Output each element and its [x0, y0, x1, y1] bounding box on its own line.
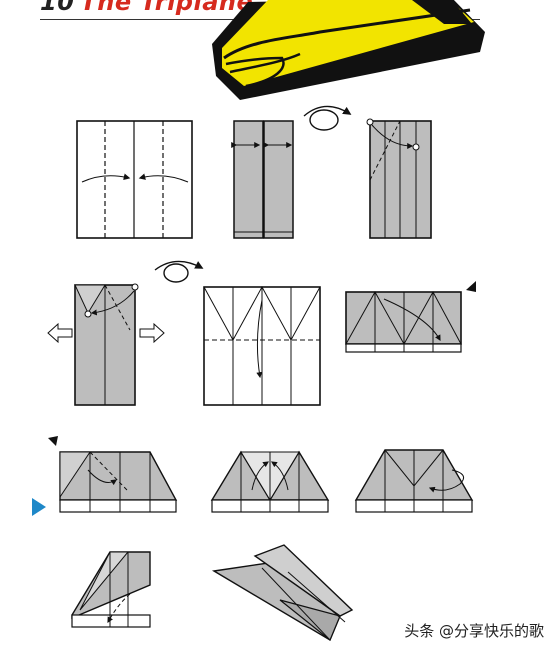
step-1-fold-to-center: [76, 120, 193, 239]
step-4-fold: [47, 283, 165, 406]
page-title: 10 The Triplane: [40, 0, 253, 16]
title-text: The Triplane: [80, 0, 254, 16]
flip-icon: [154, 260, 204, 283]
flip-icon: [303, 105, 352, 131]
left-open-arrow: [47, 322, 73, 344]
step-8-fold-in: [210, 450, 330, 513]
step-11-finished-plane: [211, 544, 354, 642]
watermark: 头条 @分享快乐的歌: [404, 622, 544, 640]
step-5-fold-down: [203, 285, 321, 406]
step-6-fold: [345, 281, 476, 353]
hero-plane-illustration: [212, 0, 485, 100]
right-open-arrow: [139, 322, 165, 344]
step-9-fold: [354, 449, 474, 513]
page-edge-arrow: [32, 498, 46, 516]
step-number: 10: [40, 0, 75, 16]
step-7-fold-corners: [48, 436, 178, 513]
step-3-fold-corner: [366, 118, 432, 239]
step-10-fold-wing: [71, 551, 151, 628]
step-2-unfold: [231, 120, 294, 239]
